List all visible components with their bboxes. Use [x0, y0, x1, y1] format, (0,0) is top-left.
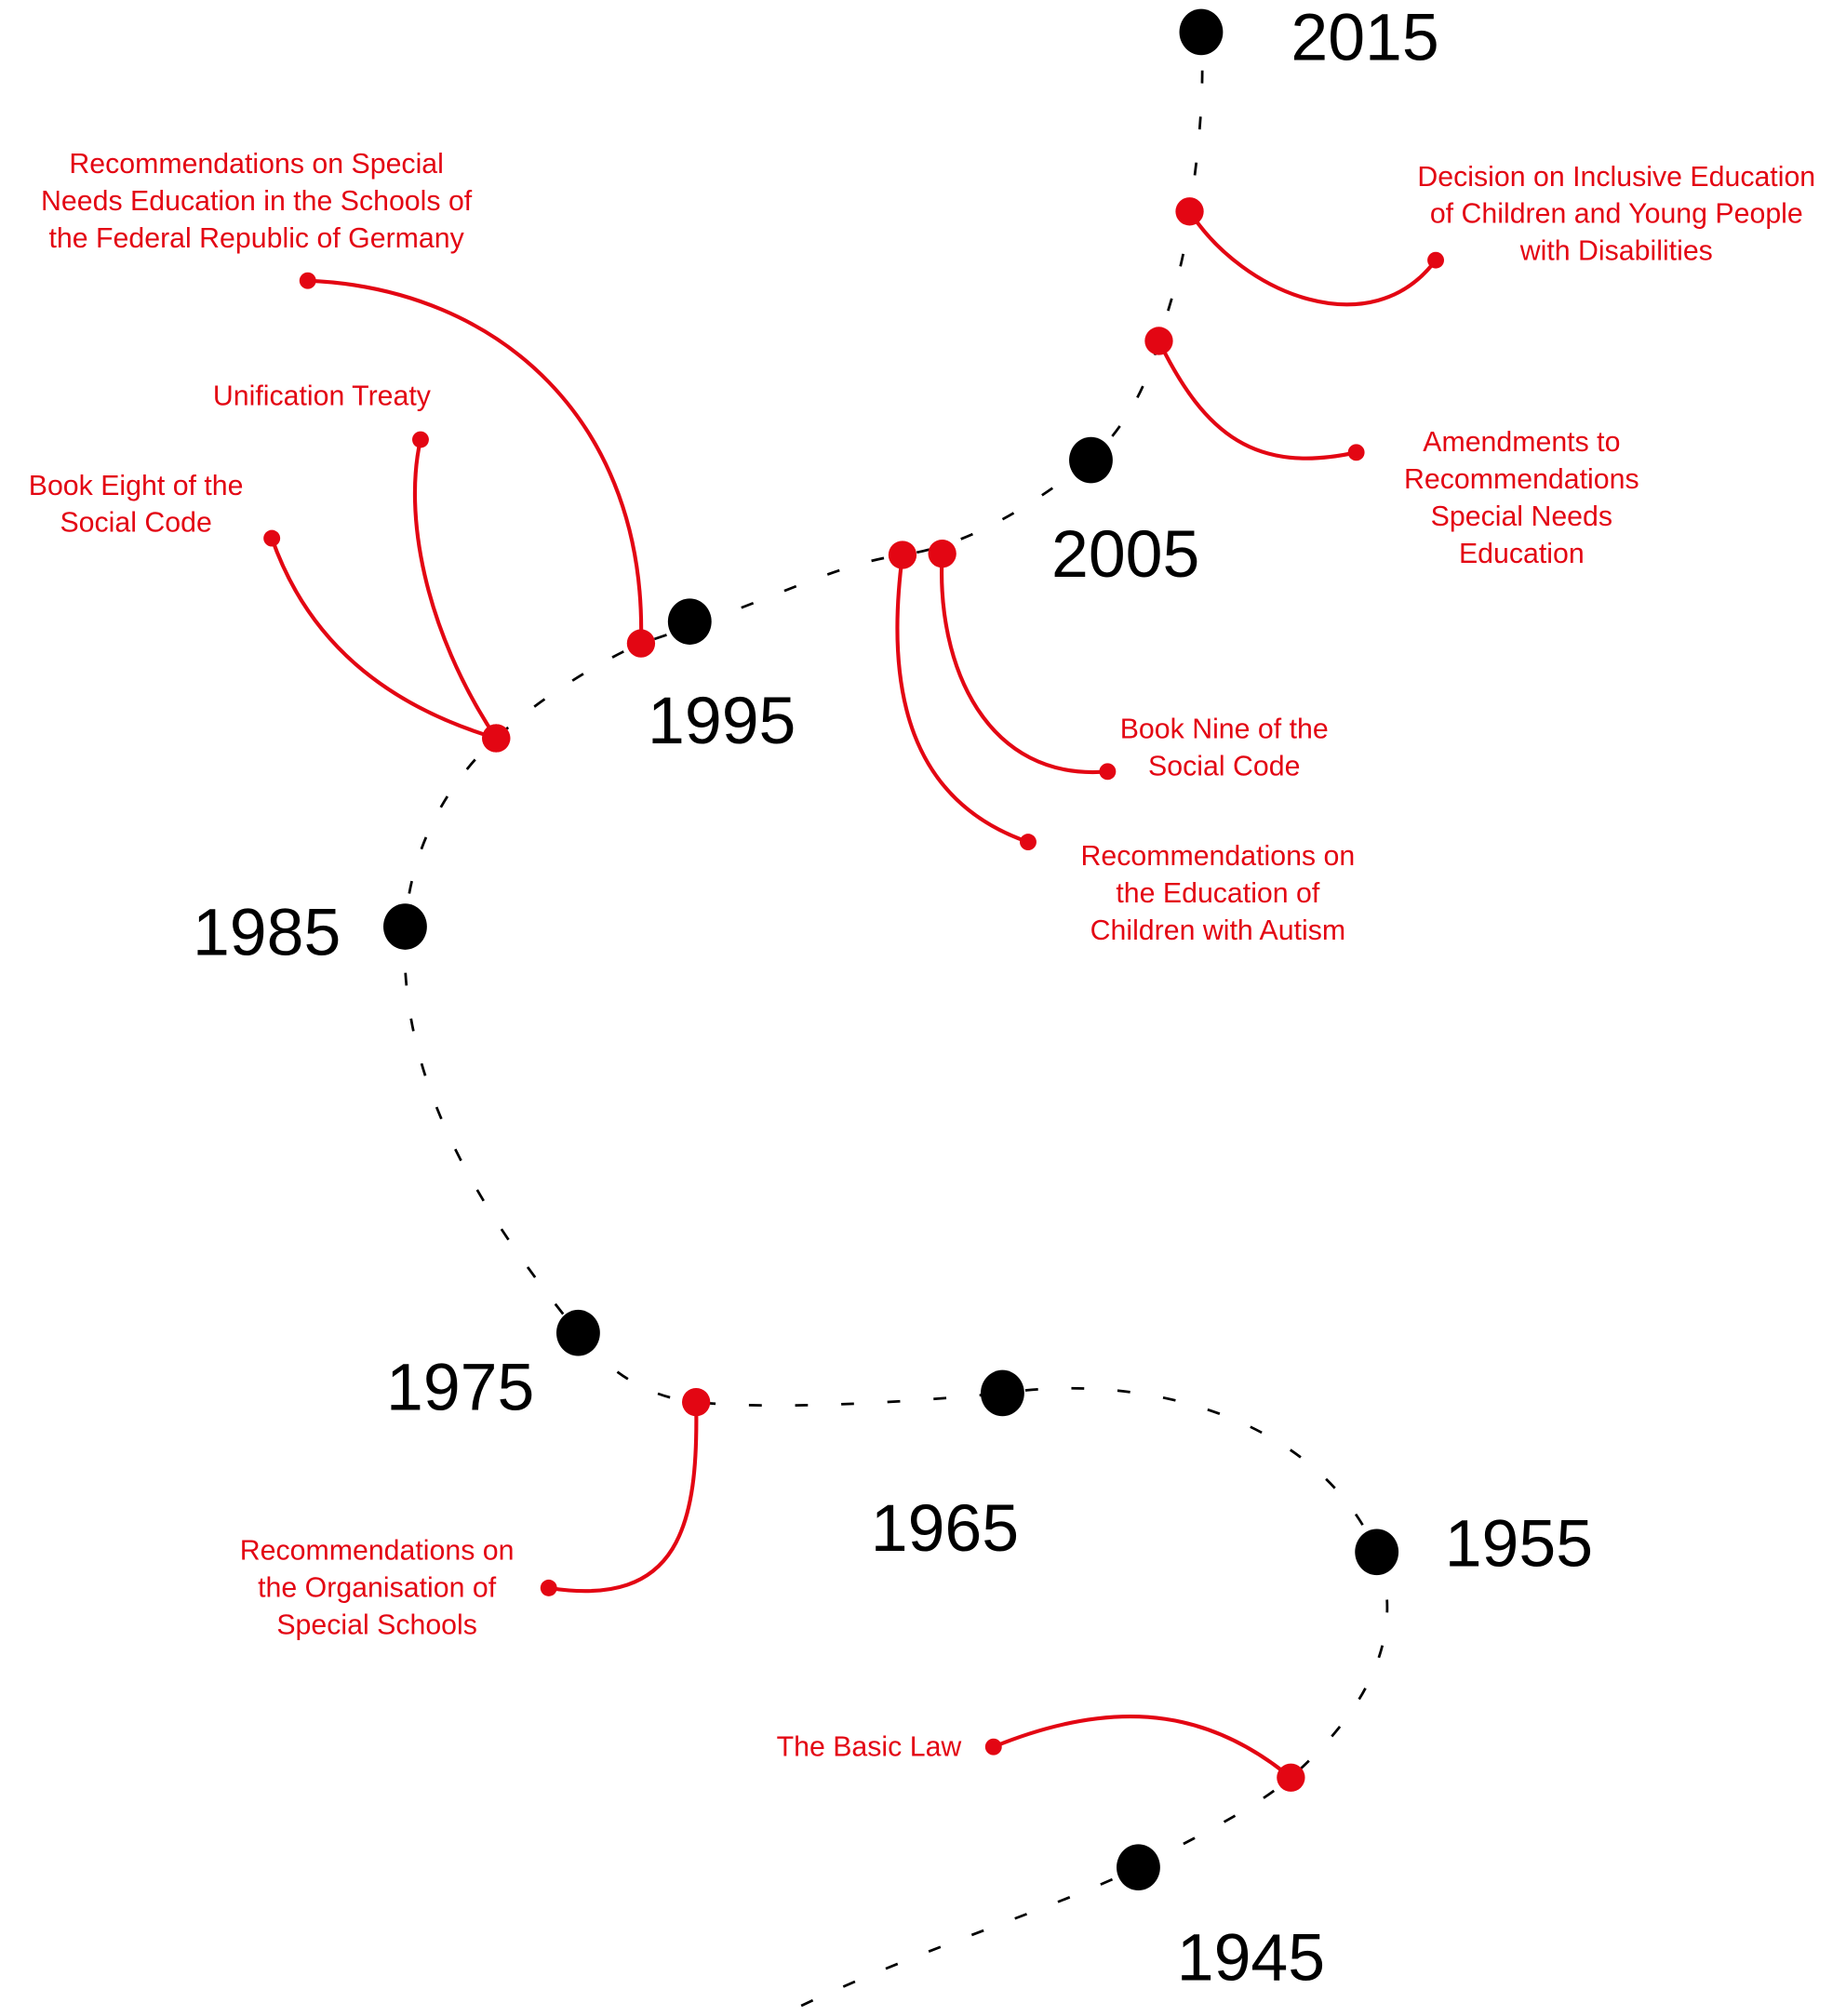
year-marker-2005	[1069, 436, 1113, 484]
event-label-pin	[263, 529, 281, 547]
event-connector	[548, 1402, 699, 1594]
event-label-line: Needs Education in the Schools of	[41, 186, 473, 217]
event-connector	[940, 554, 1108, 775]
event-label-line: Book Eight of the	[29, 471, 244, 501]
event-label-line: Social Code	[60, 508, 211, 539]
year-label-1965: 1965	[871, 1491, 1019, 1566]
year-label-1955: 1955	[1445, 1506, 1593, 1581]
event-connector	[1157, 340, 1358, 461]
event-label: Recommendations on the Education of Childr…	[1080, 841, 1355, 946]
event-connector	[412, 439, 498, 740]
year-marker-1945	[1117, 1844, 1160, 1890]
event-label-line: the Education of	[1116, 878, 1320, 909]
event-marker	[1144, 327, 1173, 355]
event-marker	[482, 724, 511, 753]
event-label-line: Education	[1459, 539, 1585, 569]
year-marker-2015	[1179, 8, 1224, 56]
year-label-1995: 1995	[648, 684, 796, 758]
event-marker	[928, 539, 956, 568]
event-marker	[626, 629, 656, 658]
event-marker	[888, 541, 917, 569]
event-label-line: Amendments to	[1423, 427, 1620, 458]
event-label-line: Unification Treaty	[213, 381, 432, 411]
event-label-pin	[1020, 834, 1037, 851]
event-connector	[895, 554, 1029, 845]
event-label-line: Children with Autism	[1090, 915, 1345, 946]
year-marker-1955	[1355, 1529, 1399, 1576]
event-label-pin	[540, 1579, 557, 1596]
event-label: Decision on Inclusive Education of Childr…	[1417, 162, 1815, 267]
event-label-line: Recommendations on	[1080, 841, 1355, 872]
event-marker	[682, 1387, 711, 1417]
year-marker-1965	[980, 1369, 1024, 1417]
event-connector	[307, 278, 644, 644]
event-label-line: Recommendations on	[240, 1536, 515, 1567]
event-label-pin	[1347, 444, 1365, 461]
event-label-pin	[1099, 763, 1117, 781]
event-connector	[270, 537, 497, 741]
year-marker-1995	[667, 598, 712, 645]
event-connector	[1187, 210, 1438, 307]
year-label-1985: 1985	[193, 895, 341, 969]
year-marker-1975	[556, 1309, 600, 1356]
event-label-line: Special Needs	[1431, 501, 1612, 532]
event-label-pin	[299, 272, 316, 289]
year-label-2005: 2005	[1051, 517, 1199, 592]
event-label-line: the Federal Republic of Germany	[49, 223, 465, 254]
event-label: The Basic Law	[777, 1731, 962, 1762]
event-label-line: with Disabilities	[1519, 236, 1713, 267]
event-label: Unification Treaty	[213, 381, 432, 411]
event-marker	[1277, 1763, 1305, 1792]
event-label-line: Recommendations on Special	[69, 149, 444, 180]
year-marker-1985	[383, 903, 427, 950]
event-label-line: Recommendations	[1404, 464, 1639, 495]
year-label-2015: 2015	[1291, 1, 1438, 75]
timeline-path	[403, 32, 1389, 2008]
event-label-pin	[412, 431, 429, 448]
event-label: Recommendations on the Organisation of Spe…	[240, 1536, 515, 1641]
event-label-line: Decision on Inclusive Education	[1417, 162, 1815, 193]
event-marker	[1175, 197, 1204, 226]
event-label-line: Social Code	[1148, 751, 1300, 781]
event-label-line: Special Schools	[276, 1609, 477, 1640]
year-label-1945: 1945	[1177, 1920, 1325, 1995]
event-label-pin	[984, 1738, 1002, 1756]
event-label-line: The Basic Law	[777, 1731, 962, 1762]
event-label-pin	[1427, 251, 1445, 269]
event-label-line: the Organisation of	[258, 1573, 497, 1604]
event-connector	[992, 1715, 1292, 1780]
event-label-line: of Children and Young People	[1430, 199, 1803, 230]
event-label-line: Book Nine of the	[1120, 714, 1329, 745]
year-label-1975: 1975	[386, 1350, 534, 1424]
